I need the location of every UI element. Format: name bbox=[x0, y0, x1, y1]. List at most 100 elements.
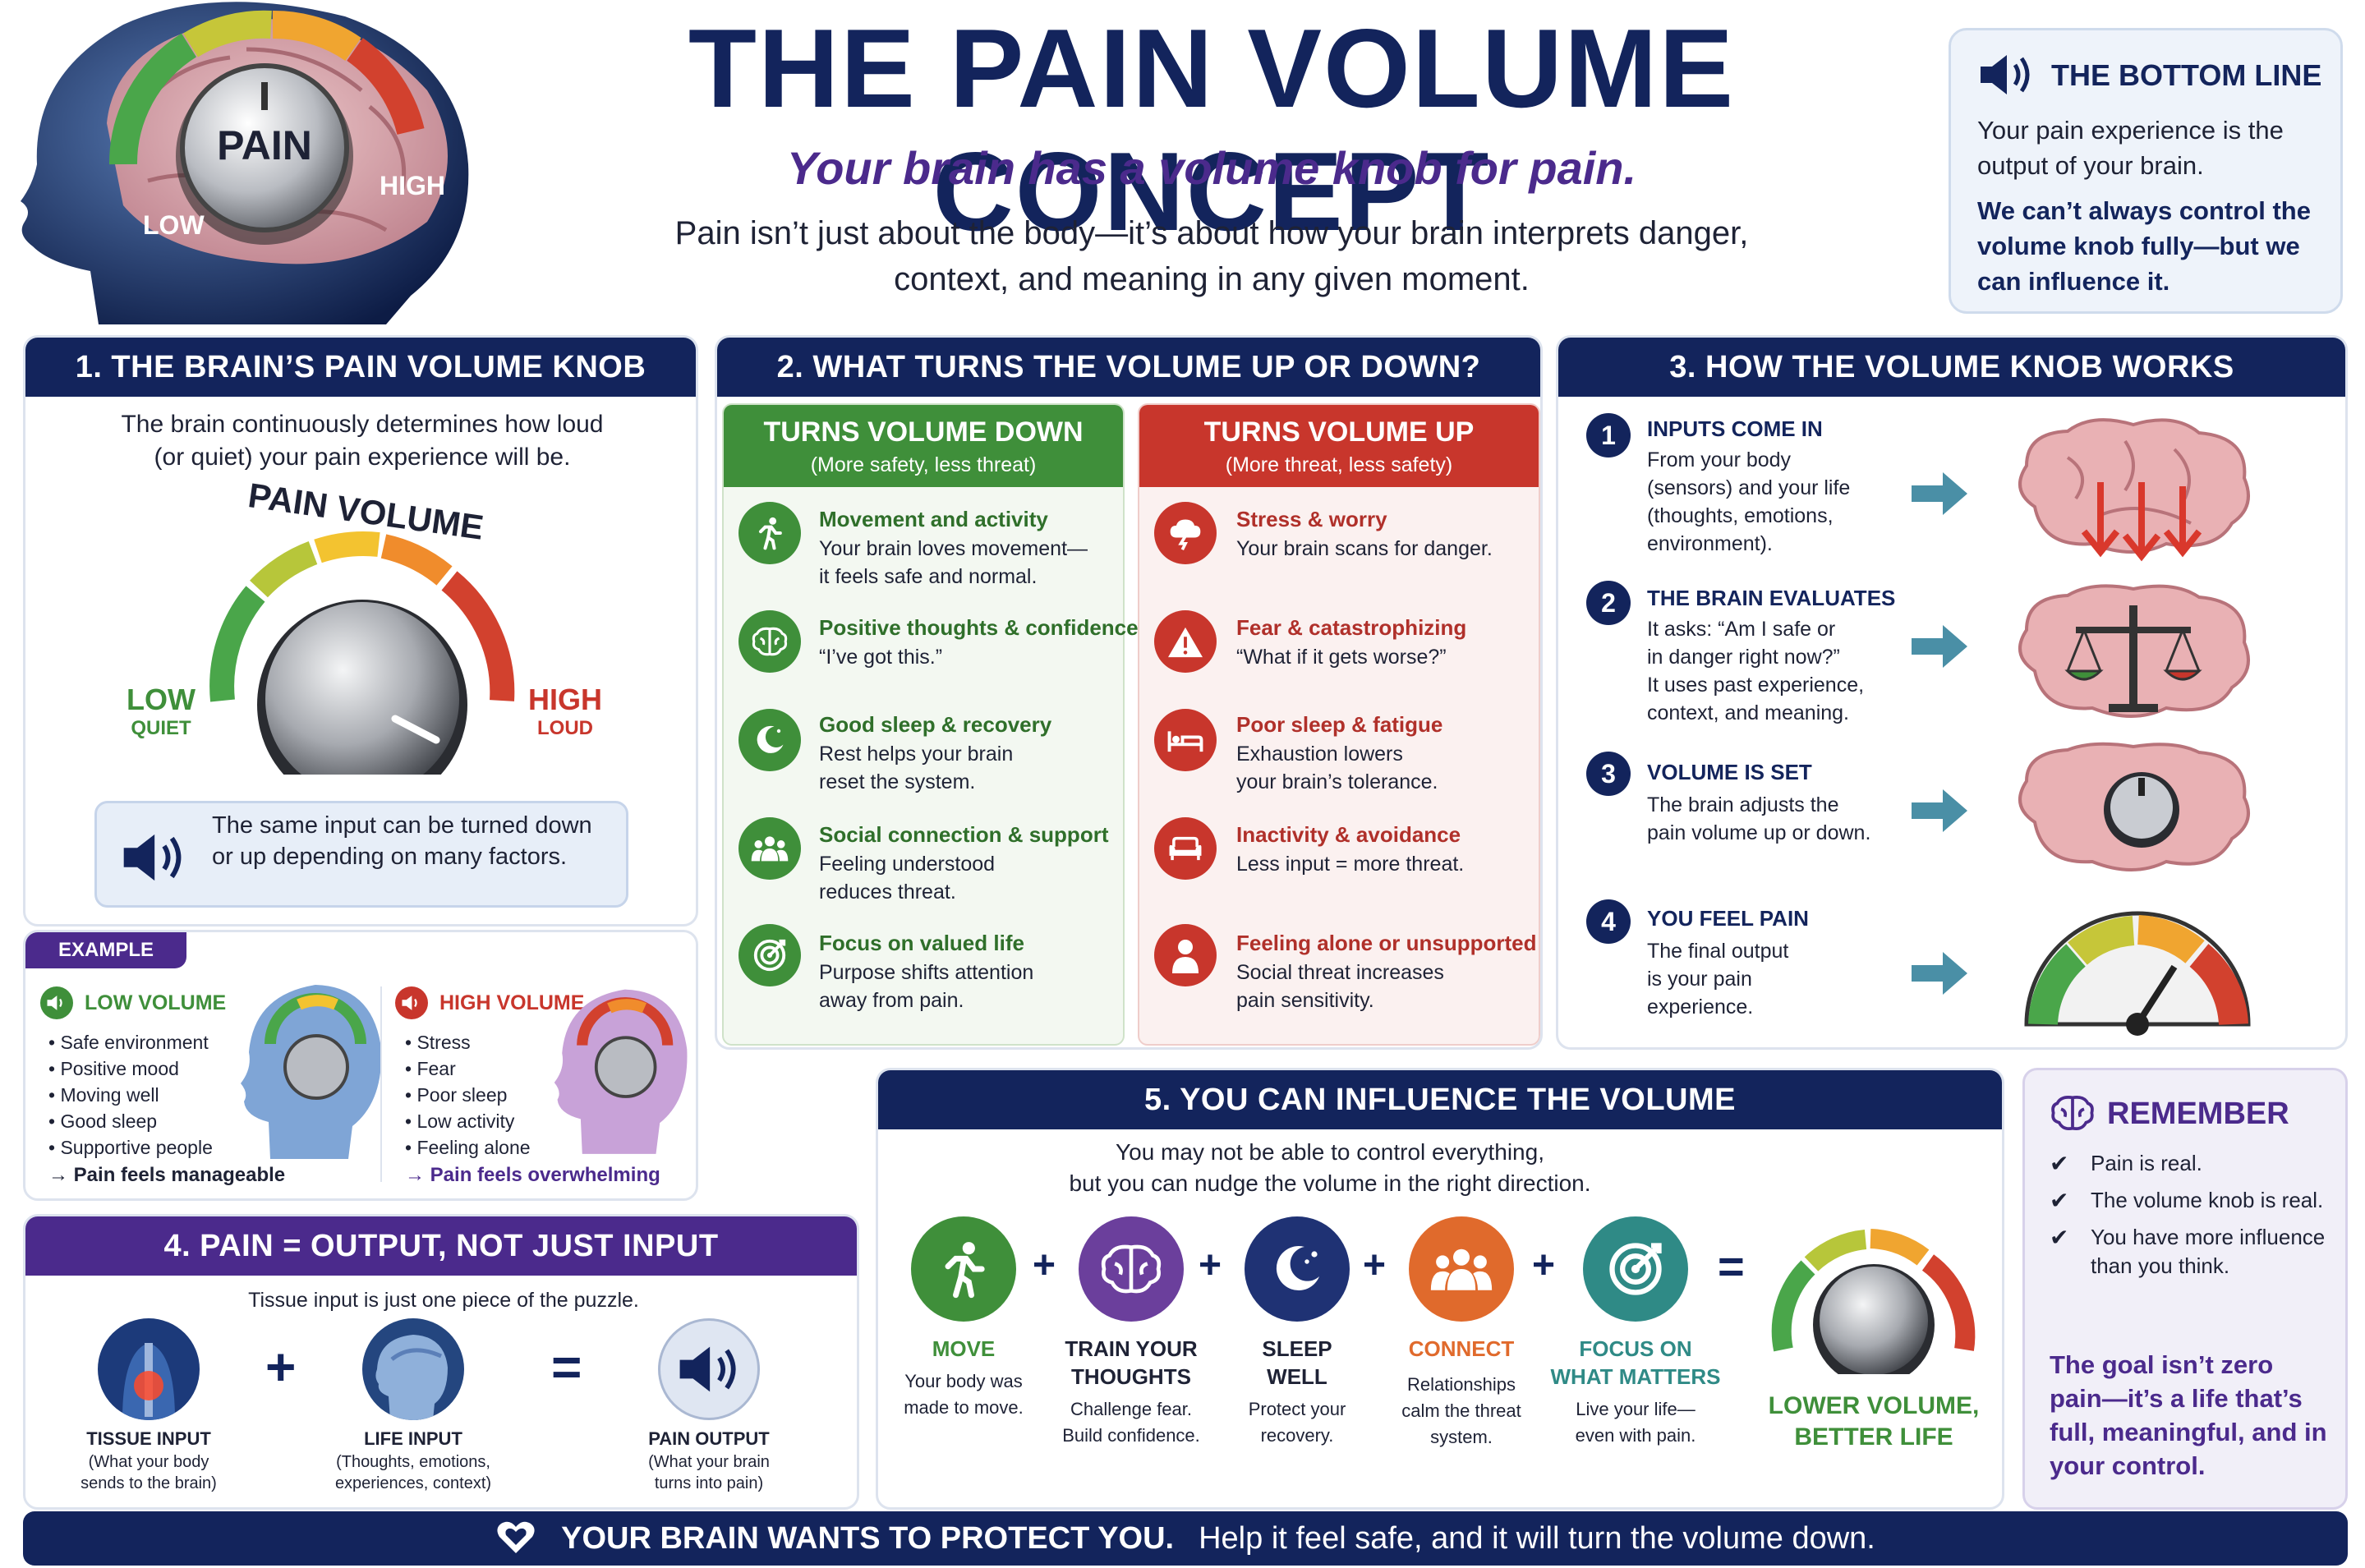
up-item-3-desc-2: your brain’s tolerance. bbox=[1236, 770, 1438, 793]
intro-line-2: context, and meaning in any given moment… bbox=[894, 261, 1530, 297]
step-2-line-4: context, and meaning. bbox=[1647, 701, 1849, 724]
list-item: Good sleep bbox=[48, 1108, 213, 1134]
up-item-1-title: Stress & worry bbox=[1236, 507, 1387, 531]
page-title: THE PAIN VOLUME CONCEPT bbox=[688, 6, 1736, 254]
step-1-line-4: environment). bbox=[1647, 532, 1773, 555]
section-5-text-1: You may not be able to control everythin… bbox=[1116, 1139, 1544, 1165]
plus-sign: + bbox=[1532, 1244, 1556, 1287]
high-volume-title: HIGH VOLUME bbox=[439, 991, 585, 1014]
section-3-panel: 3. HOW THE VOLUME KNOB WORKS 1 INPUTS CO… bbox=[1556, 335, 2348, 1050]
tissue-input-desc-1: (What your body bbox=[88, 1453, 209, 1471]
remember-goal: The goal isn’t zero pain—it’s a life tha… bbox=[2050, 1350, 2327, 1480]
train-title-2: THOUGHTS bbox=[1071, 1364, 1191, 1389]
tissue-input-icon bbox=[98, 1318, 200, 1420]
section-1-note-box: The same input can be turned down or up … bbox=[94, 801, 628, 908]
result-line-2: BETTER LIFE bbox=[1794, 1423, 1953, 1451]
moon-icon bbox=[1245, 1216, 1350, 1322]
life-input-desc-1: (Thoughts, emotions, bbox=[336, 1453, 490, 1471]
pain-gauge-icon bbox=[2018, 901, 2257, 1045]
people-icon bbox=[1409, 1216, 1514, 1322]
down-item-4-title: Social connection & support bbox=[819, 822, 1109, 847]
turns-up-title: TURNS VOLUME UP bbox=[1203, 416, 1475, 448]
couch-icon bbox=[1154, 817, 1217, 880]
up-item-1-desc-1: Your brain scans for danger. bbox=[1236, 537, 1493, 560]
list-item: Poor sleep bbox=[405, 1082, 531, 1108]
footer-banner: YOUR BRAIN WANTS TO PROTECT YOU. Help it… bbox=[23, 1511, 2348, 1566]
section-5-title: 5. YOU CAN INFLUENCE THE VOLUME bbox=[878, 1070, 2002, 1129]
person-icon bbox=[1154, 924, 1217, 986]
equals-sign: = bbox=[1718, 1240, 1745, 1292]
section-4-panel: 4. PAIN = OUTPUT, NOT JUST INPUT Tissue … bbox=[23, 1214, 859, 1510]
connect-desc-2: calm the threat bbox=[1401, 1400, 1521, 1421]
arrow-right-icon bbox=[1912, 949, 1969, 1002]
brain-icon bbox=[738, 610, 801, 673]
remember-panel: REMEMBER Pain is real. The volume knob i… bbox=[2022, 1068, 2348, 1510]
bottom-line-title: THE BOTTOM LINE bbox=[2051, 58, 2322, 92]
pain-output-desc-2: turns into pain) bbox=[654, 1474, 764, 1492]
plus-sign: + bbox=[1033, 1244, 1056, 1287]
section-1-title: 1. THE BRAIN’S PAIN VOLUME KNOB bbox=[25, 338, 696, 397]
list-item: Fear bbox=[405, 1055, 531, 1082]
section-5-panel: 5. YOU CAN INFLUENCE THE VOLUME You may … bbox=[876, 1068, 2004, 1510]
list-item: Low activity bbox=[405, 1108, 531, 1134]
arrow-right-icon bbox=[1912, 786, 1969, 839]
down-item-5-desc-1: Purpose shifts attention bbox=[819, 961, 1034, 984]
dial-low-sub: QUIET bbox=[131, 717, 191, 739]
list-item: You have more influence than you think. bbox=[2050, 1223, 2329, 1281]
step-4-line-2: is your pain bbox=[1647, 968, 1752, 991]
down-item-3-title: Good sleep & recovery bbox=[819, 712, 1052, 737]
plus-sign: + bbox=[1199, 1244, 1222, 1287]
pain-volume-dial bbox=[173, 479, 551, 810]
life-input-icon bbox=[362, 1318, 464, 1420]
up-item-5-desc-2: pain sensitivity. bbox=[1236, 989, 1374, 1012]
section-1-note: The same input can be turned down or up … bbox=[212, 812, 592, 870]
down-item-3-desc-2: reset the system. bbox=[819, 770, 976, 793]
focus-title-1: FOCUS ON bbox=[1579, 1336, 1692, 1361]
train-desc-2: Build confidence. bbox=[1062, 1425, 1200, 1446]
page-subtitle: Your brain has a volume knob for pain. bbox=[786, 142, 1637, 194]
header-knob-label: PAIN bbox=[217, 122, 312, 168]
step-3-title: VOLUME IS SET bbox=[1647, 760, 1812, 784]
equals-sign: = bbox=[551, 1337, 582, 1396]
step-3-line-2: pain volume up or down. bbox=[1647, 821, 1871, 844]
down-item-4-desc-1: Feeling understood bbox=[819, 853, 996, 876]
result-line-1: LOWER VOLUME, bbox=[1768, 1392, 1980, 1419]
section-3-title: 3. HOW THE VOLUME KNOB WORKS bbox=[1558, 338, 2345, 397]
target-icon bbox=[738, 924, 801, 986]
moon-icon bbox=[738, 709, 801, 771]
up-item-2-desc-1: “What if it gets worse?” bbox=[1236, 646, 1447, 669]
storm-cloud-icon bbox=[1154, 502, 1217, 564]
train-desc-1: Challenge fear. bbox=[1070, 1399, 1192, 1419]
down-item-2-title: Positive thoughts & confidence bbox=[819, 615, 1139, 640]
move-desc-1: Your body was bbox=[904, 1371, 1023, 1391]
list-item: Positive mood bbox=[48, 1055, 213, 1082]
footer-bold: YOUR BRAIN WANTS TO PROTECT YOU. bbox=[561, 1520, 1175, 1556]
footer-text: Help it feel safe, and it will turn the … bbox=[1199, 1520, 1875, 1556]
header-high-label: HIGH bbox=[380, 171, 445, 200]
arrow-right-icon bbox=[1912, 622, 1969, 675]
down-item-2-desc-1: “I’ve got this.” bbox=[819, 646, 943, 669]
up-item-3-title: Poor sleep & fatigue bbox=[1236, 712, 1443, 737]
bed-icon bbox=[1154, 709, 1217, 771]
low-volume-result: → Pain feels manageable bbox=[48, 1164, 286, 1186]
life-input-desc-2: experiences, context) bbox=[334, 1474, 492, 1492]
turns-up-sub: (More threat, less safety) bbox=[1225, 453, 1453, 476]
step-4-number: 4 bbox=[1586, 899, 1631, 944]
lower-volume-knob-icon bbox=[1767, 1193, 1981, 1386]
step-3-number: 3 bbox=[1586, 752, 1631, 796]
section-4-text: Tissue input is just one piece of the pu… bbox=[248, 1289, 639, 1312]
up-item-3-desc-1: Exhaustion lowers bbox=[1236, 743, 1403, 766]
dial-high-sub: LOUD bbox=[537, 717, 593, 739]
running-icon bbox=[738, 502, 801, 564]
intro-line-1: Pain isn’t just about the body—it’s abou… bbox=[674, 215, 1749, 251]
sleep-title-1: SLEEP bbox=[1262, 1336, 1332, 1361]
low-volume-head-illustration bbox=[237, 978, 385, 1163]
connect-desc-1: Relationships bbox=[1406, 1374, 1516, 1395]
up-item-5-title: Feeling alone or unsupported bbox=[1236, 931, 1537, 955]
step-4-line-3: experience. bbox=[1647, 996, 1754, 1019]
tissue-input-title: TISSUE INPUT bbox=[86, 1428, 211, 1449]
plus-sign: + bbox=[1363, 1244, 1387, 1287]
list-item: Pain is real. bbox=[2050, 1149, 2329, 1178]
section-5-text-2: but you can nudge the volume in the righ… bbox=[1069, 1170, 1591, 1196]
plus-sign: + bbox=[265, 1337, 297, 1396]
